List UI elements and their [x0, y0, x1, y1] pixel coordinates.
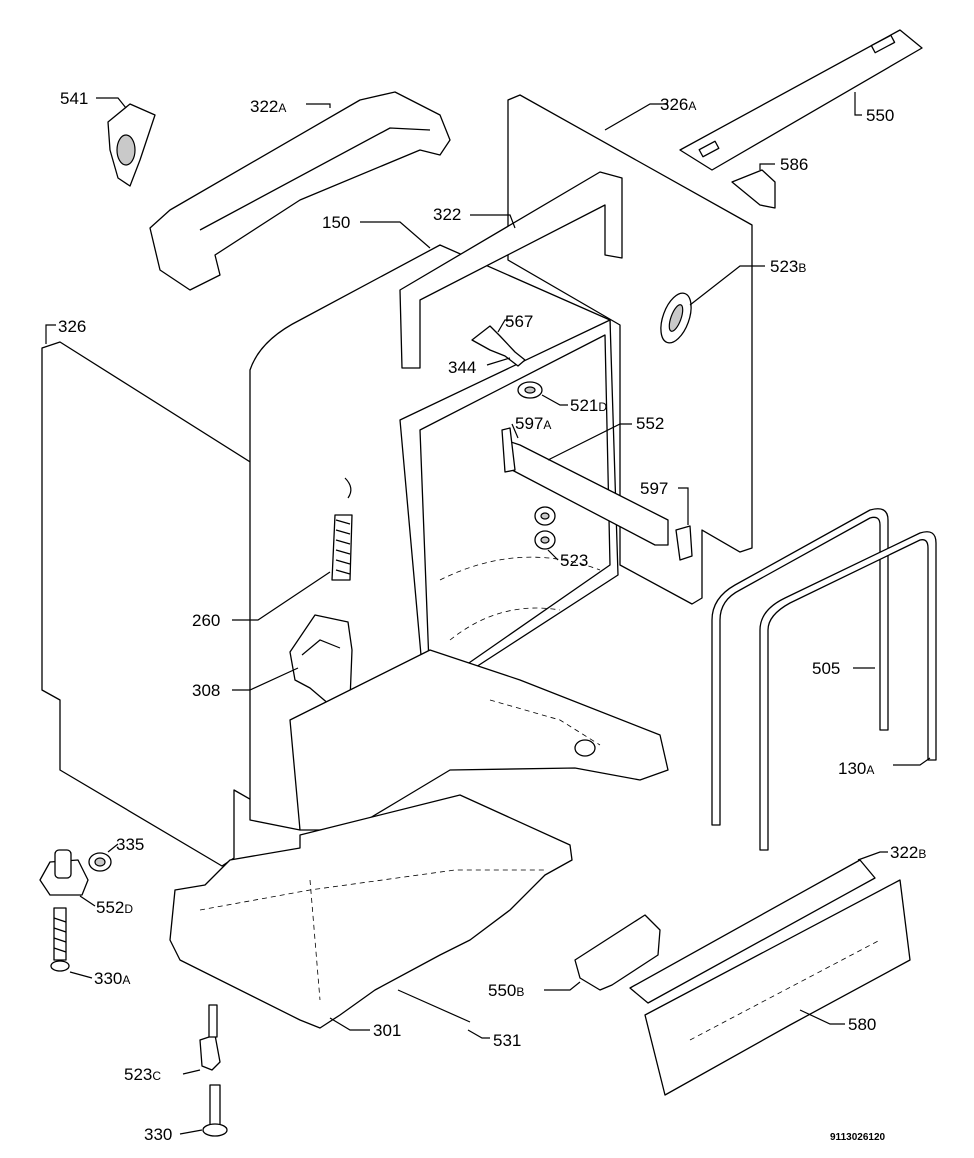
label-521d: 521D: [570, 396, 607, 415]
label-326-number: 326: [58, 317, 86, 336]
label-330a-suffix: A: [122, 973, 130, 987]
label-550: 550: [866, 106, 894, 125]
valve-552d: [39, 849, 96, 907]
bracket-523c: [182, 1004, 221, 1075]
label-597a-suffix: A: [543, 418, 551, 432]
label-523: 523: [560, 551, 588, 570]
label-541: 541: [60, 89, 88, 108]
label-322-number: 322: [433, 205, 461, 224]
bottom-tray-301: [169, 794, 573, 1031]
label-523c-suffix: C: [152, 1069, 161, 1083]
side-panel-left-326: [41, 324, 283, 867]
clip-586: [731, 163, 776, 209]
screw-330: [179, 1084, 228, 1137]
label-523-number: 523: [560, 551, 588, 570]
door-seal-505: [711, 508, 889, 826]
label-330-number: 330: [144, 1125, 172, 1144]
label-326a-number: 326: [660, 95, 688, 114]
label-130a-suffix: A: [866, 763, 874, 777]
label-552-number: 552: [636, 414, 664, 433]
label-330: 330: [144, 1125, 172, 1144]
label-330a: 330A: [94, 969, 130, 988]
seal-521d: [517, 381, 568, 406]
top-frame-322: [399, 171, 623, 369]
label-541-number: 541: [60, 89, 88, 108]
hinge-clip-541: [96, 97, 156, 187]
grommet-523: [534, 506, 559, 561]
label-567: 567: [505, 312, 533, 331]
label-322a: 322A: [250, 97, 286, 116]
label-322a-suffix: A: [278, 101, 286, 115]
label-521d-suffix: D: [598, 400, 607, 414]
label-301-number: 301: [373, 1021, 401, 1040]
label-344-number: 344: [448, 358, 476, 377]
label-130a-number: 130: [838, 759, 866, 778]
label-597: 597: [640, 479, 668, 498]
label-322b: 322B: [890, 843, 926, 862]
drawing-reference: 9113026120: [830, 1132, 886, 1143]
bushing-335: [88, 843, 119, 872]
label-523b-number: 523: [770, 257, 798, 276]
label-505-number: 505: [812, 659, 840, 678]
bracket-550b: [544, 914, 661, 991]
label-260: 260: [192, 611, 220, 630]
base-plate-580: [644, 879, 911, 1096]
guide-rail-552: [501, 423, 693, 561]
label-260-number: 260: [192, 611, 220, 630]
label-308: 308: [192, 681, 220, 700]
label-550b-suffix: B: [516, 985, 524, 999]
label-586: 586: [780, 155, 808, 174]
label-523b: 523B: [770, 257, 806, 276]
label-322: 322: [433, 205, 461, 224]
label-150: 150: [322, 213, 350, 232]
label-521d-number: 521: [570, 396, 598, 415]
top-cover-322a: [149, 91, 451, 291]
label-552: 552: [636, 414, 664, 433]
screw-330a: [50, 907, 93, 979]
spring-260: [232, 477, 353, 621]
label-552d-number: 552: [96, 898, 124, 917]
label-308-number: 308: [192, 681, 220, 700]
label-150-number: 150: [322, 213, 350, 232]
label-322b-suffix: B: [918, 847, 926, 861]
label-597-number: 597: [640, 479, 668, 498]
label-552d: 552D: [96, 898, 133, 917]
label-523c: 523C: [124, 1065, 161, 1084]
rod-531: [397, 989, 490, 1039]
label-552d-suffix: D: [124, 902, 133, 916]
rail-322b: [629, 851, 888, 1004]
label-580-number: 580: [848, 1015, 876, 1034]
label-335: 335: [116, 835, 144, 854]
bracket-567: [471, 319, 526, 367]
door-seal-130a: [759, 531, 937, 851]
label-531-number: 531: [493, 1031, 521, 1050]
label-505: 505: [812, 659, 840, 678]
label-567-number: 567: [505, 312, 533, 331]
label-322b-number: 322: [890, 843, 918, 862]
label-550-number: 550: [866, 106, 894, 125]
label-531: 531: [493, 1031, 521, 1050]
label-597a-number: 597: [515, 414, 543, 433]
label-130a: 130A: [838, 759, 874, 778]
grommet-523b: [660, 265, 765, 344]
label-550b-number: 550: [488, 981, 516, 1000]
label-335-number: 335: [116, 835, 144, 854]
label-301: 301: [373, 1021, 401, 1040]
label-597a: 597A: [515, 414, 551, 433]
label-326a-suffix: A: [688, 99, 696, 113]
label-523b-suffix: B: [798, 261, 806, 275]
label-322a-number: 322: [250, 97, 278, 116]
label-330a-number: 330: [94, 969, 122, 988]
label-326: 326: [58, 317, 86, 336]
label-580: 580: [848, 1015, 876, 1034]
label-586-number: 586: [780, 155, 808, 174]
label-550b: 550B: [488, 981, 524, 1000]
label-326a: 326A: [660, 95, 696, 114]
label-523c-number: 523: [124, 1065, 152, 1084]
rail-550: [679, 29, 923, 171]
label-344: 344: [448, 358, 476, 377]
